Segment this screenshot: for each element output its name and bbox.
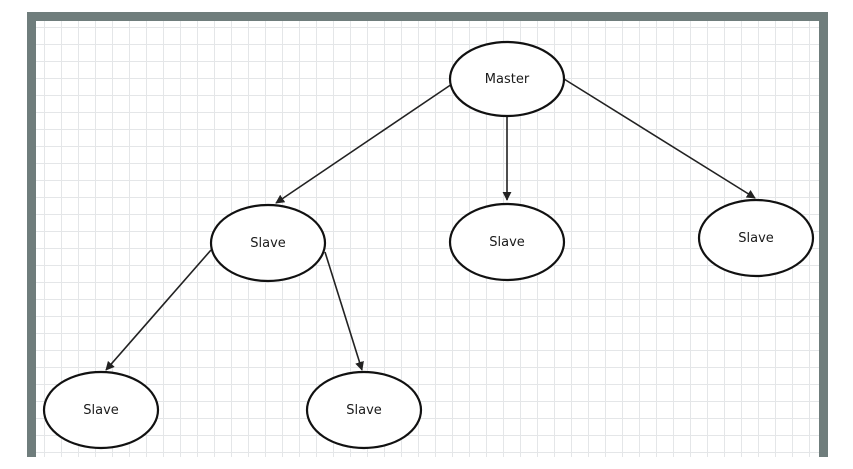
edge-master-to-slave-mid — [275, 83, 453, 204]
grid-canvas — [36, 21, 819, 457]
edge-master-to-slave-right — [563, 78, 756, 199]
node-slave-right-shape — [697, 198, 815, 278]
node-slave-center[interactable]: Slave — [448, 202, 566, 282]
node-slave-mid[interactable]: Slave — [209, 203, 327, 283]
node-slave-bottom-left[interactable]: Slave — [42, 370, 160, 450]
node-slave-right-label: Slave — [738, 231, 774, 246]
node-slave-right[interactable]: Slave — [697, 198, 815, 278]
node-slave-bottom-left-label: Slave — [83, 403, 119, 418]
frame-border-left — [27, 12, 36, 457]
node-slave-center-label: Slave — [489, 235, 525, 250]
node-master-shape — [448, 40, 566, 118]
edge-slave-mid-to-bottom-left — [105, 249, 212, 371]
node-slave-center-shape — [448, 202, 566, 282]
frame-border-top — [27, 12, 828, 21]
node-slave-bottom-mid-shape — [305, 370, 423, 450]
node-slave-bottom-left-shape — [42, 370, 160, 450]
frame-border-right — [819, 12, 828, 457]
node-slave-mid-label: Slave — [250, 236, 286, 251]
node-slave-bottom-mid-label: Slave — [346, 403, 382, 418]
edge-slave-mid-to-bottom-mid — [324, 251, 364, 371]
node-master-label: Master — [485, 72, 530, 87]
node-slave-bottom-mid[interactable]: Slave — [305, 370, 423, 450]
node-slave-mid-shape — [209, 203, 327, 283]
node-master[interactable]: Master — [448, 40, 566, 118]
